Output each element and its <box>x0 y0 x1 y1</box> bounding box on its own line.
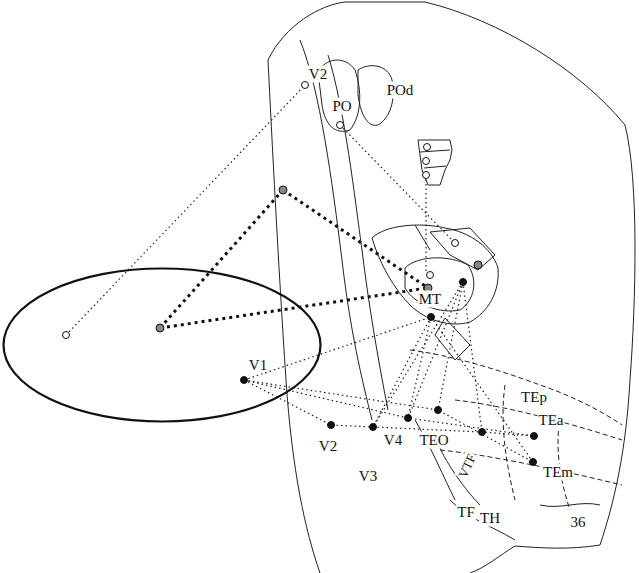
grey-dot <box>156 324 164 332</box>
open-dot <box>302 82 309 89</box>
black-dot <box>405 415 412 422</box>
open-dot <box>427 272 434 279</box>
black-dot <box>370 424 377 431</box>
black-dot <box>328 422 335 429</box>
mst-area <box>415 225 495 270</box>
area-label: MT <box>418 291 443 308</box>
area-label: V3 <box>358 468 378 485</box>
brain-outline <box>268 2 635 573</box>
dotted-line <box>373 282 482 432</box>
open-dot <box>423 158 430 165</box>
area-label: TEa <box>538 412 565 429</box>
area-label: V2 <box>318 438 338 455</box>
area-label: VTF <box>455 451 480 481</box>
vtf-area <box>415 420 480 505</box>
black-dot <box>435 407 442 414</box>
open-dots <box>63 82 459 339</box>
ellipse-outline <box>2 267 322 423</box>
area-label: V2 <box>308 66 328 83</box>
thick-dotted-line <box>160 288 428 328</box>
black-dot <box>530 459 537 466</box>
recording-dots <box>63 82 538 466</box>
area-label: TH <box>479 510 501 527</box>
black-dot <box>479 429 486 436</box>
dotted-line <box>66 85 305 335</box>
fst-area <box>435 318 470 360</box>
open-dot <box>337 122 344 129</box>
thin-dotted-lines <box>66 85 534 462</box>
area-label: TEm <box>542 464 574 481</box>
area-label: POd <box>386 82 415 99</box>
dotted-line <box>244 317 431 380</box>
area-outlines <box>268 2 635 573</box>
projection-lines <box>66 85 534 462</box>
mt-area <box>405 258 474 311</box>
area-label: TEO <box>418 432 449 449</box>
grey-dot <box>279 186 287 194</box>
area-label: V4 <box>383 432 403 449</box>
tf-th-area <box>450 500 600 540</box>
area-label: TF <box>456 504 476 521</box>
black-dot <box>460 279 467 286</box>
open-dot <box>63 332 70 339</box>
small-area-stack <box>418 140 452 185</box>
black-dot <box>428 314 435 321</box>
ellipse <box>4 269 321 422</box>
area-label: TEp <box>520 389 548 406</box>
dotted-line <box>244 380 534 436</box>
black-dot <box>531 433 538 440</box>
mt-complex <box>372 225 498 324</box>
open-dot <box>424 144 431 151</box>
thick-dotted-line <box>283 190 428 288</box>
black-dots <box>241 279 538 466</box>
v2-inner-boundary <box>300 40 372 420</box>
thick-dotted-lines <box>160 190 428 328</box>
grey-dot <box>474 261 482 269</box>
dotted-line <box>425 175 426 272</box>
open-dot <box>452 240 459 247</box>
thick-dotted-line <box>160 190 283 328</box>
dotted-line <box>340 125 455 243</box>
open-dot <box>423 172 430 179</box>
area-label: 36 <box>570 514 587 531</box>
v1-ellipse: V1 <box>2 267 322 423</box>
area-label: PO <box>331 98 352 115</box>
area-label: V1 <box>249 358 267 373</box>
grey-dots <box>156 186 482 332</box>
dotted-line <box>373 317 533 462</box>
black-dot <box>241 377 248 384</box>
